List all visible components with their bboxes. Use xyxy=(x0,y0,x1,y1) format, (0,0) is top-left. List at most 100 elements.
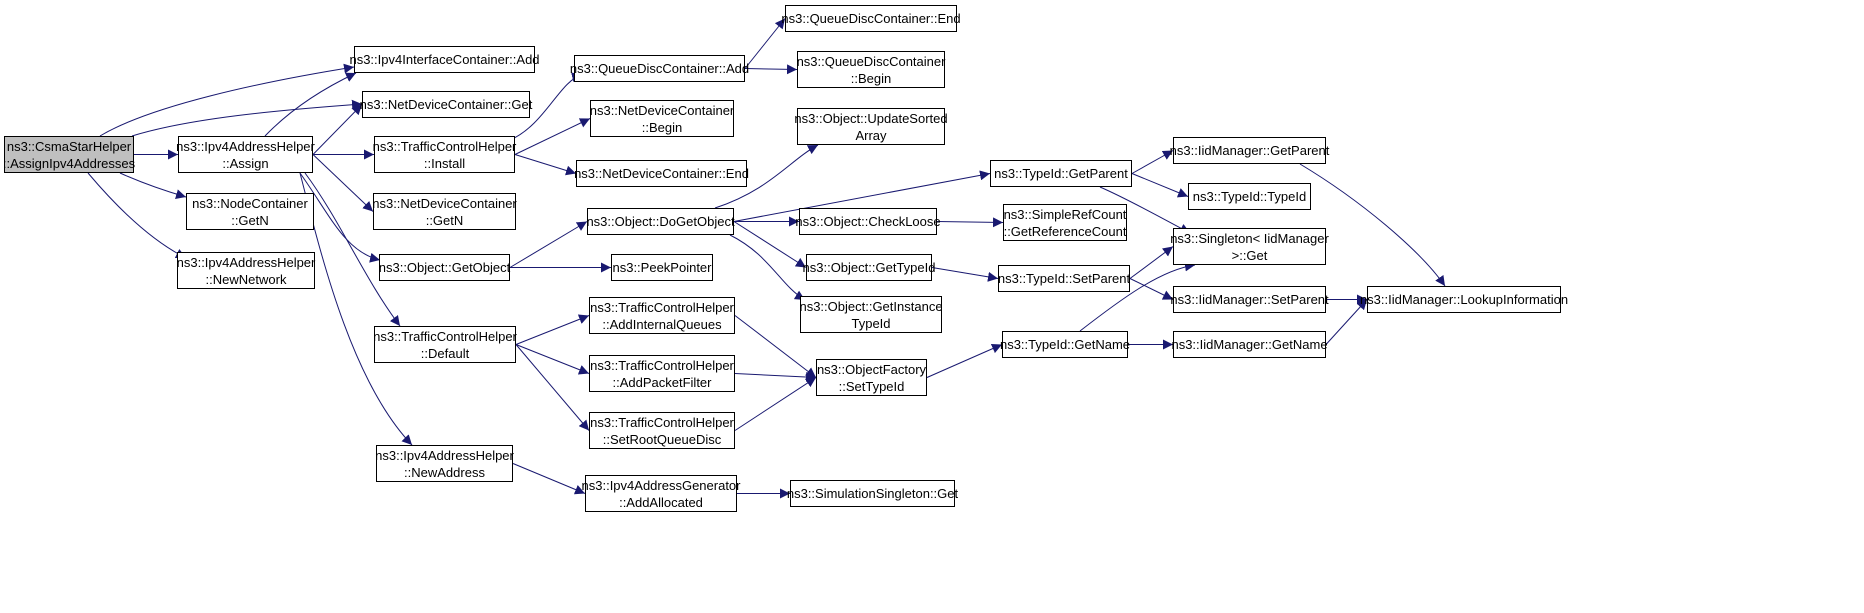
function-node[interactable]: ns3::TrafficControlHelper::Install xyxy=(372,136,517,173)
call-edge xyxy=(312,104,363,155)
node-label: ns3::IidManager::GetName xyxy=(1171,337,1328,352)
function-node[interactable]: ns3::IidManager::GetName xyxy=(1171,331,1328,358)
function-node[interactable]: ns3::TypeId::TypeId xyxy=(1188,183,1311,210)
function-node[interactable]: ns3::TrafficControlHelper::Default xyxy=(373,326,517,363)
function-node[interactable]: ns3::Ipv4AddressHelper::NewAddress xyxy=(375,445,514,482)
call-edge xyxy=(515,344,590,375)
node-label: ::Assign xyxy=(222,155,269,171)
function-node[interactable]: ns3::Ipv4InterfaceContainer::Add xyxy=(349,46,540,73)
function-node[interactable]: ns3::SimulationSingleton::Get xyxy=(787,480,958,507)
node-label: ns3::TypeId::GetName xyxy=(999,337,1131,352)
call-edge xyxy=(87,172,187,259)
node-label: ns3::IidManager::SetParent xyxy=(1170,292,1329,307)
call-edge xyxy=(131,99,363,137)
call-edge xyxy=(1129,246,1174,279)
function-node[interactable]: ns3::NetDeviceContainer::Begin xyxy=(590,100,734,137)
node-label: ns3::SimpleRefCount xyxy=(1003,206,1127,222)
node-label: ns3::TrafficControlHelper xyxy=(590,357,734,373)
node-label: ns3::Object::DoGetObject xyxy=(586,214,735,229)
call-edge xyxy=(1131,150,1174,174)
call-edge xyxy=(1131,173,1189,198)
node-label: ::NewNetwork xyxy=(205,271,287,287)
node-label: ns3::CsmaStarHelper xyxy=(6,138,132,154)
node-label: ns3::Object::GetObject xyxy=(378,260,511,275)
function-node[interactable]: ns3::TrafficControlHelper::AddPacketFilt… xyxy=(589,355,735,392)
node-label: ns3::Ipv4AddressHelper xyxy=(176,254,316,270)
node-label: ns3::QueueDiscContainer xyxy=(796,53,946,69)
call-edge xyxy=(734,377,817,431)
function-node[interactable]: ns3::Ipv4AddressHelper::NewNetwork xyxy=(177,252,315,289)
call-edge xyxy=(744,18,786,69)
function-node[interactable]: ns3::TypeId::SetParent xyxy=(998,265,1130,292)
node-label: ns3::TrafficControlHelper xyxy=(590,414,734,430)
node-label: ns3::TrafficControlHelper xyxy=(372,138,517,154)
call-edge xyxy=(1079,261,1196,332)
node-label: ns3::Ipv4AddressGenerator xyxy=(581,477,741,493)
function-node[interactable]: ns3::IidManager::SetParent xyxy=(1170,286,1329,313)
call-edge xyxy=(512,463,586,495)
function-node[interactable]: ns3::TrafficControlHelper::AddInternalQu… xyxy=(589,297,735,334)
function-node[interactable]: ns3::NetDeviceContainer::End xyxy=(574,160,749,187)
function-node[interactable]: ns3::Ipv4AddressHelper::Assign xyxy=(176,136,315,173)
node-label: ::AddAllocated xyxy=(619,494,703,510)
node-label: ns3::NetDeviceContainer::Get xyxy=(359,97,533,112)
node-label: >::Get xyxy=(1231,247,1268,263)
function-node[interactable]: ns3::Object::GetTypeId xyxy=(803,254,935,281)
function-node[interactable]: ns3::TypeId::GetName xyxy=(999,331,1131,358)
node-label: ns3::Object::GetInstance xyxy=(799,298,943,314)
node-label: ns3::NetDeviceContainer::End xyxy=(574,166,749,181)
call-edge xyxy=(304,172,401,327)
call-edge xyxy=(515,314,590,345)
node-label: ns3::Ipv4AddressHelper xyxy=(176,138,315,154)
call-edge xyxy=(744,64,798,75)
node-label: ns3::TrafficControlHelper xyxy=(590,299,734,315)
function-node[interactable]: ns3::Singleton< IidManager >::Get xyxy=(1170,228,1329,265)
function-node[interactable]: ns3::QueueDiscContainer::End xyxy=(781,5,961,32)
node-label: ns3::NetDeviceContainer xyxy=(589,102,735,118)
node-label: ns3::TypeId::SetParent xyxy=(997,271,1131,286)
node-label: ns3::NodeContainer xyxy=(192,195,308,211)
function-node[interactable]: ns3::NetDeviceContainer::GetN xyxy=(372,193,517,230)
function-node[interactable]: ns3::IidManager::GetParent xyxy=(1170,137,1329,164)
function-node[interactable]: ns3::TypeId::GetParent xyxy=(990,160,1132,187)
node-label: ns3::ObjectFactory xyxy=(816,361,927,377)
call-edge xyxy=(734,315,817,378)
call-edge xyxy=(312,154,374,212)
node-label: ::NewAddress xyxy=(404,464,485,480)
node-label: ns3::TrafficControlHelper xyxy=(373,328,517,344)
node-label: ::SetTypeId xyxy=(838,378,905,394)
function-node[interactable]: ns3::Object::DoGetObject xyxy=(586,208,735,235)
node-label: ::Default xyxy=(420,345,470,361)
function-node[interactable]: ns3::QueueDiscContainer::Begin xyxy=(797,51,945,88)
function-node[interactable]: ns3::TrafficControlHelper::SetRootQueueD… xyxy=(589,412,735,449)
root-function-node: ns3::CsmaStarHelper::AssignIpv4Addresses xyxy=(3,136,135,173)
function-node[interactable]: ns3::Object::CheckLoose xyxy=(795,208,941,235)
call-edge xyxy=(1299,163,1446,287)
call-edge xyxy=(714,144,819,209)
call-edge xyxy=(733,170,991,222)
function-node[interactable]: ns3::NodeContainer::GetN xyxy=(186,193,314,230)
call-edge xyxy=(733,221,807,268)
function-node[interactable]: ns3::Object::GetObject xyxy=(379,254,510,281)
function-node[interactable]: ns3::NetDeviceContainer::Get xyxy=(359,91,533,118)
node-label: ::GetReferenceCount xyxy=(1003,223,1127,239)
node-label: ns3::QueueDiscContainer::End xyxy=(781,11,961,26)
function-node[interactable]: ns3::Ipv4AddressGenerator::AddAllocated xyxy=(582,475,741,512)
function-node[interactable]: ns3::PeekPointer xyxy=(611,254,713,281)
function-node[interactable]: ns3::IidManager::LookupInformation xyxy=(1360,286,1568,313)
call-edge xyxy=(1325,299,1368,345)
node-label: ns3::NetDeviceContainer xyxy=(372,195,517,211)
call-edge xyxy=(509,221,588,268)
call-edge xyxy=(1129,278,1174,300)
node-label: ns3::TypeId::GetParent xyxy=(994,166,1128,181)
function-node[interactable]: ns3::ObjectFactory::SetTypeId xyxy=(816,359,927,396)
node-label: ::Begin xyxy=(850,70,892,86)
node-label: ns3::Object::GetTypeId xyxy=(802,260,936,275)
node-label: ::AddInternalQueues xyxy=(602,316,722,332)
function-node[interactable]: ns3::SimpleRefCount::GetReferenceCount xyxy=(1003,204,1127,241)
node-label: ::GetN xyxy=(231,212,269,228)
function-node[interactable]: ns3::QueueDiscContainer::Add xyxy=(570,55,749,82)
